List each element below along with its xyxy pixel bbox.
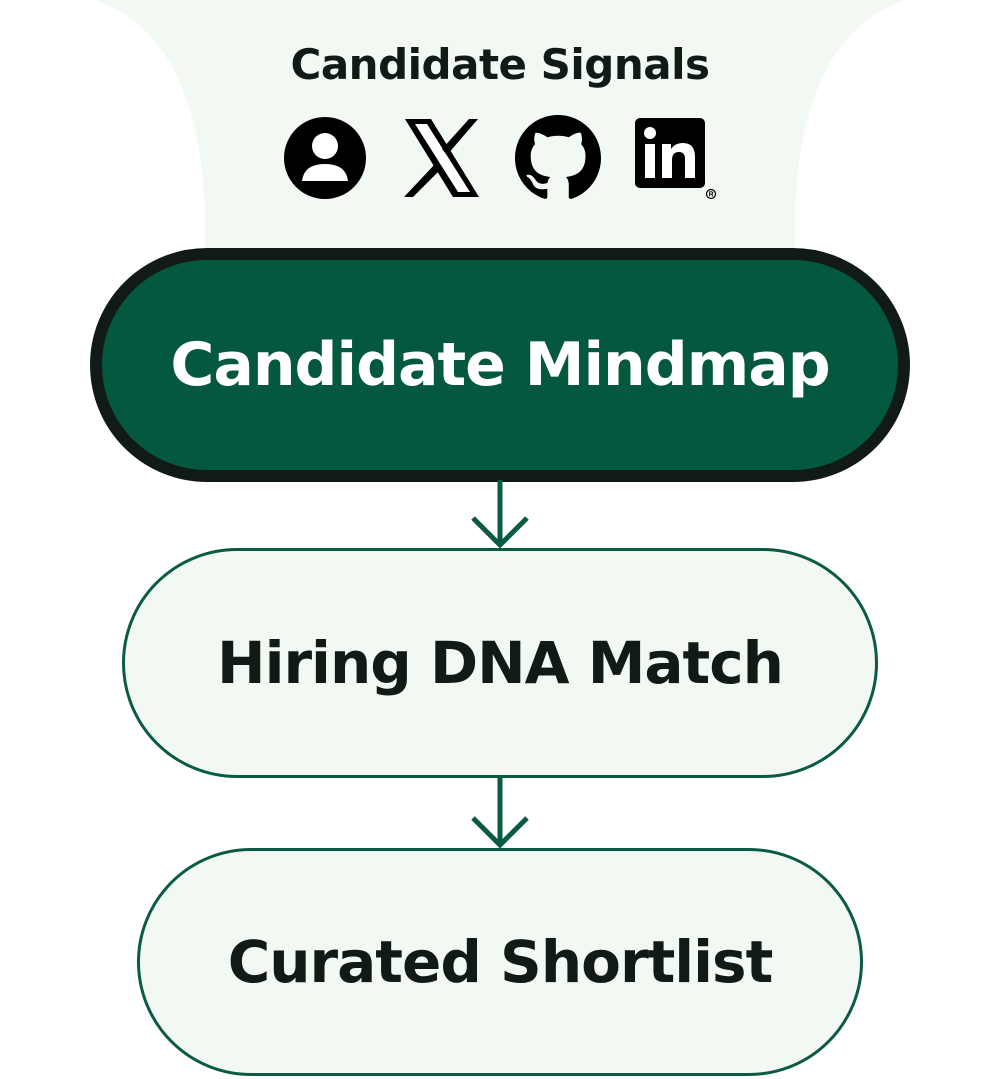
curated-shortlist-step: Curated Shortlist	[137, 848, 863, 1076]
arrow-down-icon	[471, 778, 529, 849]
hiring-dna-match-label: Hiring DNA Match	[217, 629, 784, 697]
curated-shortlist-label: Curated Shortlist	[227, 928, 774, 996]
profile-icon	[280, 113, 370, 203]
github-icon	[513, 113, 603, 203]
candidate-signals-title: Candidate Signals	[290, 40, 710, 89]
hiring-dna-match-step: Hiring DNA Match	[122, 548, 878, 778]
x-icon	[397, 113, 487, 203]
arrow-down-icon	[471, 480, 529, 549]
candidate-mindmap-step: Candidate Mindmap	[90, 248, 910, 482]
linkedin-icon	[630, 113, 720, 203]
signal-icons-row	[280, 112, 720, 204]
candidate-mindmap-label: Candidate Mindmap	[170, 330, 830, 400]
